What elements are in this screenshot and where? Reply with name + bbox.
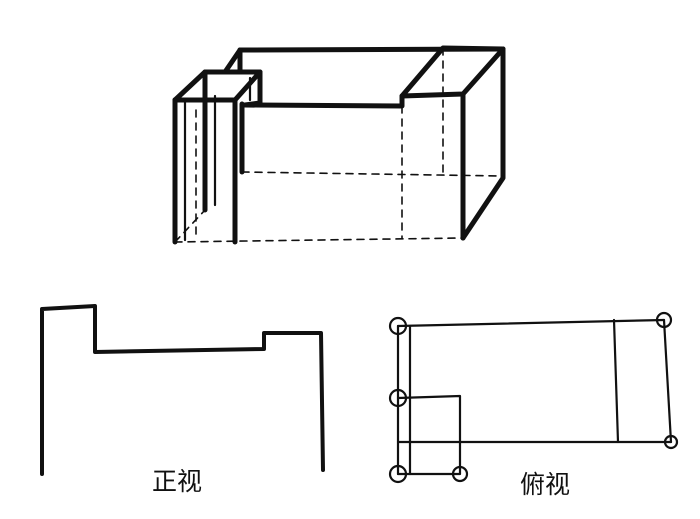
inner-edges [183, 76, 252, 242]
top-view: 俯视 [388, 311, 679, 499]
top-view-lines [396, 318, 673, 476]
vertex-circle [655, 311, 673, 329]
front-view: 正视 [40, 304, 325, 496]
vertex-circle [388, 316, 408, 336]
front-view-label: 正视 [152, 467, 202, 496]
vertex-circle [388, 388, 408, 408]
hidden-edges [174, 47, 504, 243]
front-view-outline [40, 304, 325, 476]
visible-edges [172, 45, 506, 245]
isometric-sketch [172, 45, 506, 245]
top-view-label: 俯视 [520, 470, 570, 499]
top-view-vertex-circles [388, 311, 679, 484]
vertex-circle [451, 465, 469, 483]
vertex-circle [663, 434, 679, 450]
vertex-circle [388, 464, 408, 484]
